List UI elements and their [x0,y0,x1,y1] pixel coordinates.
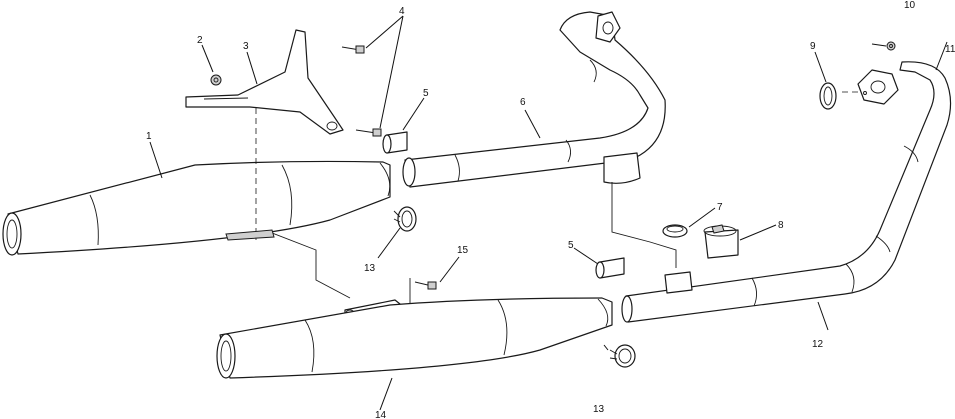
leader-lines [149,15,948,411]
nut-2 [210,74,222,86]
callout-5-upper: 5 [423,88,429,99]
callout-6: 6 [520,97,526,108]
exhaust-flange [857,69,899,105]
callout-8: 8 [778,220,784,231]
callout-10: 10 [904,0,916,11]
mounting-bracket [185,29,344,240]
nut-10 [886,41,896,51]
callout-7: 7 [717,202,723,213]
callout-15: 15 [457,245,469,256]
callout-14: 14 [375,410,387,419]
clamp-8 [703,224,739,259]
hanger-line-upper [229,232,351,299]
bolts-4 [341,45,382,137]
callout-2: 2 [197,35,203,46]
clamp-13-upper [393,206,417,232]
upper-muffler [2,160,391,256]
clamp-13-lower [609,344,636,368]
callout-5-lower: 5 [568,240,574,251]
gasket-ring-7 [662,224,688,238]
bolt-15 [414,281,437,290]
gasket-9 [819,82,837,110]
callout-13-lower: 13 [593,404,605,415]
callout-3: 3 [243,41,249,52]
callout-1: 1 [146,131,152,142]
lower-header-pipe [621,61,952,323]
callout-4: 4 [399,6,405,17]
bushing-5-upper [382,131,408,154]
callout-labels: 1 2 3 4 5 5 6 7 8 9 10 11 12 13 13 14 15 [146,0,955,419]
lower-muffler [216,297,613,379]
assembly-line-lower [611,182,677,268]
upper-header-pipe [402,11,666,188]
callout-12: 12 [812,339,824,350]
callout-11: 11 [945,44,955,55]
callout-13-upper: 13 [364,263,376,274]
hanger-tab [225,229,275,241]
bushing-5-lower [595,257,625,279]
callout-9: 9 [810,41,816,52]
